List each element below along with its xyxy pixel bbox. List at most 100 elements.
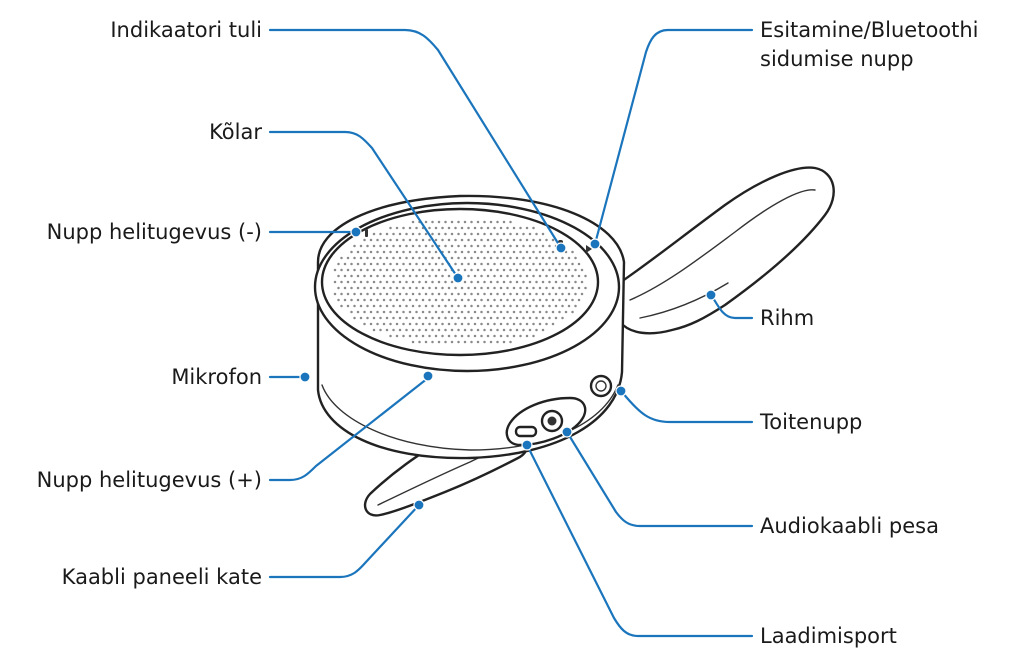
grille-dot (496, 268, 499, 272)
grille-dot (502, 220, 506, 224)
grille-dot (525, 298, 529, 302)
grille-dot (493, 262, 496, 266)
grille-dot (428, 226, 431, 230)
grille-dot (525, 226, 529, 230)
grille-dot (509, 280, 512, 284)
grille-dot (405, 244, 408, 248)
grille-dot (512, 262, 516, 266)
grille-dot (463, 328, 467, 332)
grille-dot (519, 298, 522, 302)
grille-dot (463, 316, 467, 320)
grille-dot (379, 328, 382, 332)
grille-dot (496, 328, 499, 332)
grille-dot (346, 268, 350, 272)
grille-dot (538, 250, 542, 254)
grille-dot (502, 340, 506, 344)
grille-dot (528, 316, 532, 320)
grille-dot (506, 250, 509, 254)
grille-dot (366, 316, 369, 320)
grille-dot (372, 280, 376, 284)
grille-dot (551, 322, 555, 326)
grille-dot (385, 328, 389, 332)
grille-dot (356, 310, 360, 314)
grille-dot (418, 328, 421, 332)
grille-dot (493, 274, 496, 278)
grille-dot (457, 244, 460, 248)
grille-dot (392, 232, 395, 236)
grille-dot (525, 262, 529, 266)
grille-dot (496, 292, 499, 296)
grille-dot (525, 238, 529, 242)
play-button-mark (586, 245, 592, 253)
grille-dot (522, 280, 525, 284)
grille-dot (454, 310, 457, 314)
grille-dot (408, 334, 412, 338)
grille-dot (441, 322, 444, 326)
grille-dot (421, 250, 425, 254)
grille-dot (395, 310, 399, 314)
grille-dot (395, 322, 399, 326)
grille-dot (564, 274, 568, 278)
grille-dot (450, 340, 454, 344)
grille-dot (528, 280, 532, 284)
grille-dot (437, 256, 441, 260)
grille-dot (476, 316, 480, 320)
grille-dot (551, 298, 555, 302)
grille-dot (389, 238, 392, 242)
grille-dot (346, 304, 350, 308)
grille-dot (528, 256, 532, 260)
grille-dot (431, 292, 434, 296)
grille-dot (545, 274, 548, 278)
grille-dot (493, 334, 496, 338)
leader-speaker (268, 130, 460, 280)
grille-dot (421, 274, 425, 278)
grille-dot (528, 244, 532, 248)
grille-dot (467, 322, 470, 326)
grille-dot (489, 280, 493, 284)
grille-dot (382, 298, 386, 302)
grille-dot (372, 256, 376, 260)
grille-dot (418, 292, 421, 296)
grille-dot (450, 328, 454, 332)
grille-dot (415, 334, 418, 338)
grille-dot (470, 292, 473, 296)
grille-dot (564, 298, 568, 302)
grille-dot (480, 286, 483, 290)
grille-dot (532, 298, 535, 302)
grille-dot (515, 280, 519, 284)
grille-dot (418, 304, 421, 308)
grille-dot (376, 310, 379, 314)
grille-dot (496, 280, 499, 284)
grille-dot (577, 286, 581, 290)
grille-dot (408, 298, 412, 302)
grille-dot (402, 226, 405, 230)
grille-dot (408, 322, 412, 326)
grille-dot (434, 334, 438, 338)
grille-dot (535, 244, 538, 248)
grille-dot (545, 322, 548, 326)
grille-dot (421, 262, 425, 266)
grille-dot (424, 340, 428, 344)
grille-dot (512, 322, 516, 326)
grille-dot (525, 250, 529, 254)
grille-dot (457, 304, 460, 308)
grille-dot (402, 262, 405, 266)
grille-dot (343, 274, 347, 278)
grille-dot (483, 256, 486, 260)
grille-dot (428, 274, 431, 278)
grille-dot (493, 226, 496, 230)
grille-dot (473, 322, 477, 326)
grille-dot (372, 304, 376, 308)
grille-dot (509, 268, 512, 272)
grille-dot (515, 232, 519, 236)
grille-dot (561, 256, 564, 260)
grille-dot (551, 250, 555, 254)
grille-dot (395, 334, 399, 338)
grille-dot (385, 316, 389, 320)
grille-dot (480, 334, 483, 338)
grille-dot (431, 280, 434, 284)
grille-dot (441, 238, 444, 242)
grille-dot (499, 322, 503, 326)
grille-dot (376, 238, 379, 242)
grille-dot (467, 298, 470, 302)
